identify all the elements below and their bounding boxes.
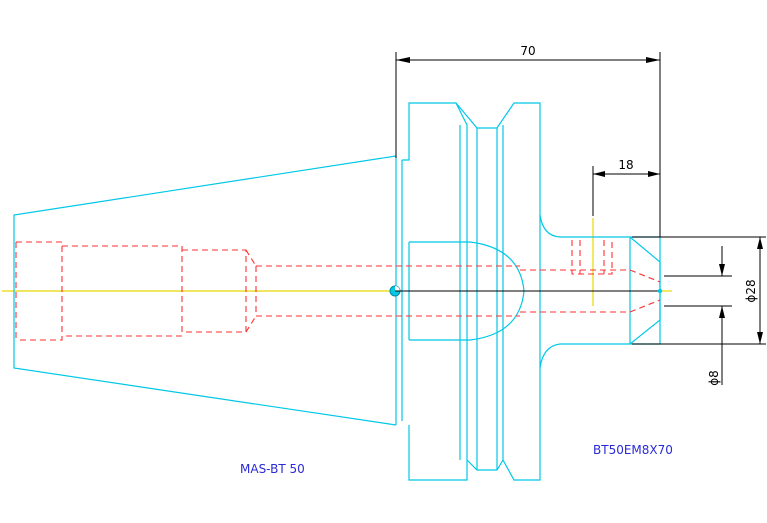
origin-marker bbox=[389, 285, 663, 297]
hidden-lines bbox=[15, 240, 661, 341]
part-number-label: BT50EM8X70 bbox=[593, 443, 673, 457]
flange bbox=[402, 102, 541, 481]
outer-diameter-label: ϕ28 bbox=[744, 279, 758, 302]
bore-diameter-label: ϕ8 bbox=[707, 370, 721, 386]
dimension-outer-diameter: ϕ28 bbox=[632, 236, 766, 345]
taper-standard-label: MAS-BT 50 bbox=[240, 462, 305, 476]
shank-length-label: 18 bbox=[618, 158, 633, 172]
overall-length-label: 70 bbox=[520, 44, 535, 58]
dimension-bore-diameter: ϕ8 bbox=[664, 246, 732, 386]
dimension-overall-length: 70 bbox=[395, 44, 661, 237]
dimension-shank-length: 18 bbox=[592, 158, 660, 216]
